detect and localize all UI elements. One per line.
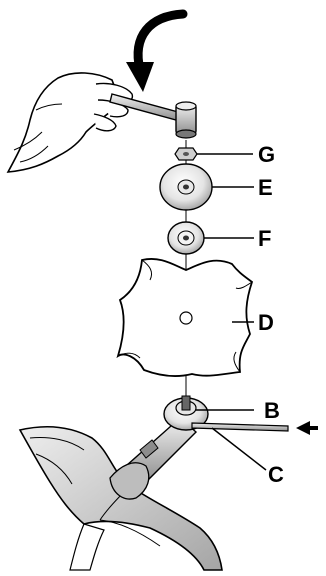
trimmer-guard [18,425,223,571]
rotation-arrow-icon [126,9,188,92]
washer-e [159,163,254,211]
label-f: F [258,226,271,251]
nut-g [174,147,253,161]
label-d: D [258,310,274,335]
hand-with-wrench [6,72,197,173]
label-g: G [258,142,275,167]
arrow-left-icon [296,421,318,435]
gear-head [109,395,254,500]
label-b: B [264,398,280,423]
label-c: C [268,462,284,487]
washer-f [167,221,254,255]
blade-d [116,258,254,377]
label-e: E [258,175,273,200]
tool-rod-c [191,422,289,471]
